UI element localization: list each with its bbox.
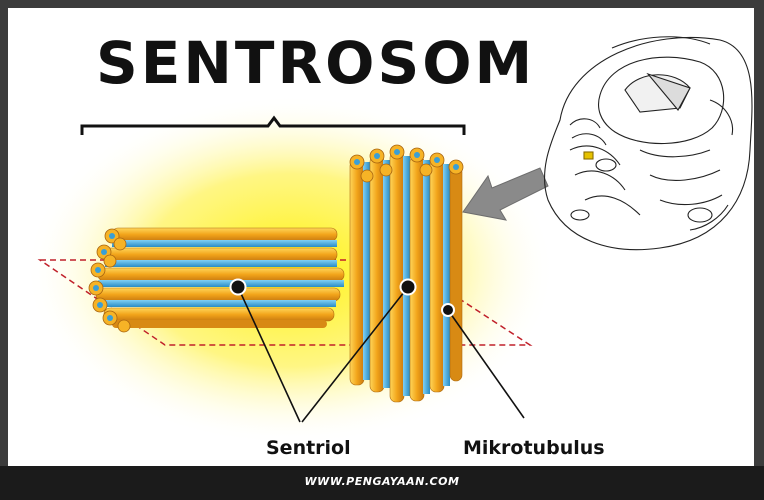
website-link[interactable]: WWW.PENGAYAAN.COM — [304, 475, 460, 488]
horizontal-centriole — [88, 227, 345, 333]
cell-sketch — [544, 36, 753, 251]
centriole-dot-left — [229, 278, 247, 296]
microtubule-dot — [441, 303, 455, 317]
centrosome-illustration — [25, 36, 753, 445]
centriole-label: Sentriol — [266, 437, 351, 459]
gray-arrow — [462, 167, 549, 221]
footer-bar: WWW.PENGAYAAN.COM — [0, 466, 764, 500]
centriole-dot-right — [399, 278, 417, 296]
title-bracket — [80, 115, 466, 135]
vertical-centriole — [349, 144, 464, 403]
diagram-panel: SENTROSOM Sentriol Mikrotubulus — [8, 8, 754, 466]
microtubule-label: Mikrotubulus — [463, 437, 605, 459]
page-title: SENTROSOM — [96, 29, 536, 97]
label-pointers — [229, 278, 525, 423]
